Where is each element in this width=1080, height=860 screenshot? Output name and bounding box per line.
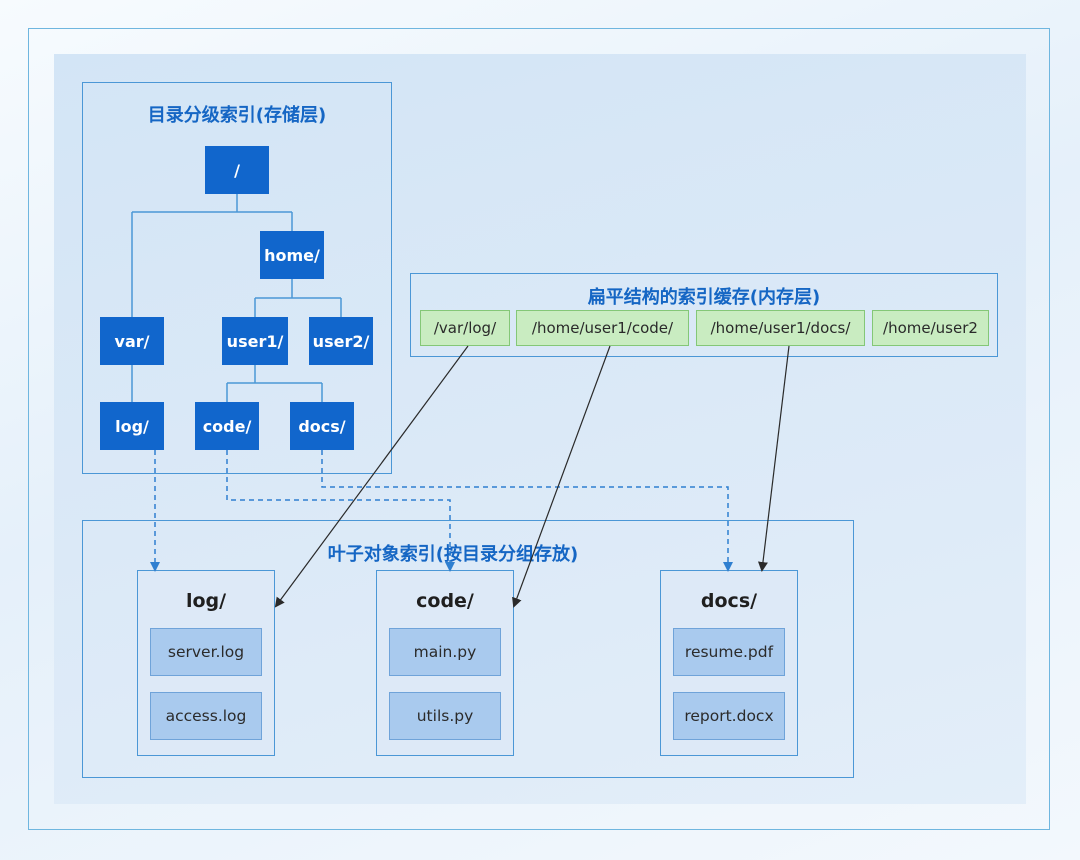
leaf-group-code: code/ main.py utils.py [376,570,514,756]
tree-node-code: code/ [195,402,259,450]
tree-node-root: / [205,146,269,194]
tree-node-user2: user2/ [309,317,373,365]
cache-item-user1-code: /home/user1/code/ [516,310,689,346]
file-item: report.docx [673,692,785,740]
leaf-group-title: log/ [185,590,227,612]
leaf-group-title: docs/ [700,590,758,612]
tree-node-var: var/ [100,317,164,365]
file-item: server.log [150,628,262,676]
file-item: resume.pdf [673,628,785,676]
file-item: access.log [150,692,262,740]
leaf-group-docs: docs/ resume.pdf report.docx [660,570,798,756]
tree-node-log: log/ [100,402,164,450]
leaf-group-log: log/ server.log access.log [137,570,275,756]
cache-item-user2: /home/user2 [872,310,989,346]
file-item: main.py [389,628,501,676]
leaf-group-title: code/ [416,590,474,612]
cache-item-var-log: /var/log/ [420,310,510,346]
tree-node-home: home/ [260,231,324,279]
tree-node-docs: docs/ [290,402,354,450]
leaf-layer-title: 叶子对象索引(按目录分组存放) [327,544,579,565]
cache-layer-title: 扁平结构的索引缓存(内存层) [587,287,821,308]
file-item: utils.py [389,692,501,740]
outer-frame [28,28,1050,830]
tree-node-user1: user1/ [222,317,288,365]
cache-item-user1-docs: /home/user1/docs/ [696,310,865,346]
storage-layer-title: 目录分级索引(存储层) [147,105,327,126]
cache-layer-panel: 扁平结构的索引缓存(内存层) [410,273,998,357]
